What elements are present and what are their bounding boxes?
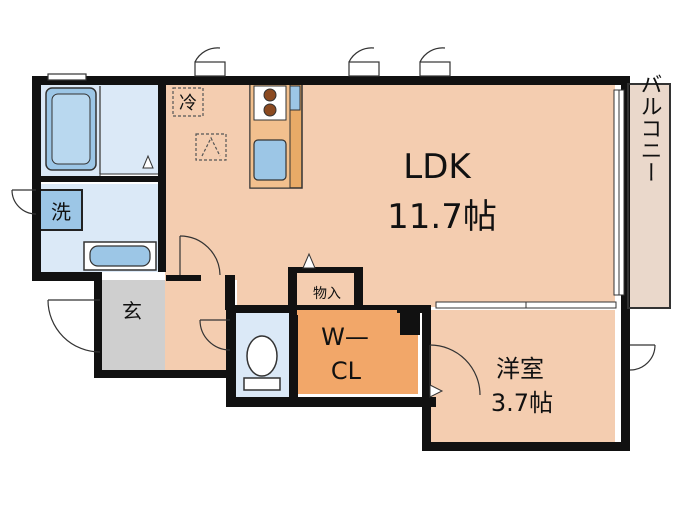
western-room-size: 3.7帖 — [491, 389, 553, 417]
toilet-bowl — [246, 335, 278, 377]
stove-burner-2 — [263, 103, 277, 117]
storage-floor — [295, 275, 357, 305]
fridge-label: 冷 — [179, 93, 197, 114]
balcony-outline — [627, 83, 671, 309]
appliance-space-mark — [201, 136, 221, 157]
entrance-floor — [100, 280, 165, 370]
entrance-step — [165, 280, 225, 368]
bath-door-marker — [142, 154, 154, 169]
walk-in-closet-floor — [297, 313, 418, 394]
kitchen-sink — [253, 139, 287, 181]
top-window-swings — [194, 47, 446, 63]
western-room-floor — [430, 310, 615, 450]
storage-door-marker — [302, 252, 316, 269]
washing-machine — [39, 189, 83, 231]
top-windows — [47, 61, 451, 81]
walls — [32, 76, 630, 451]
wash-basin — [89, 245, 151, 267]
walk-in-closet-line2: CL — [331, 357, 362, 385]
range-hood — [289, 85, 301, 111]
entrance-label: 玄 — [122, 299, 142, 323]
toilet-tank — [243, 377, 281, 391]
bathtub-inner — [51, 93, 91, 165]
storage-label: 物入 — [313, 286, 341, 302]
walk-in-closet-line1: W— — [321, 323, 369, 351]
laundry-label: 洗 — [51, 200, 71, 224]
balcony-floor — [628, 84, 670, 308]
ldk-name: LDK — [403, 147, 472, 187]
stove-burner-1 — [263, 88, 277, 102]
western-room-door-marker — [429, 384, 444, 398]
doors — [11, 189, 656, 396]
ldk-size: 11.7帖 — [387, 197, 497, 237]
fridge-space — [172, 87, 204, 117]
closet-opening — [297, 310, 397, 315]
western-room-name: 洋室 — [496, 355, 544, 383]
balcony-label: バルコニー — [637, 73, 662, 183]
appliance-space — [195, 133, 227, 161]
